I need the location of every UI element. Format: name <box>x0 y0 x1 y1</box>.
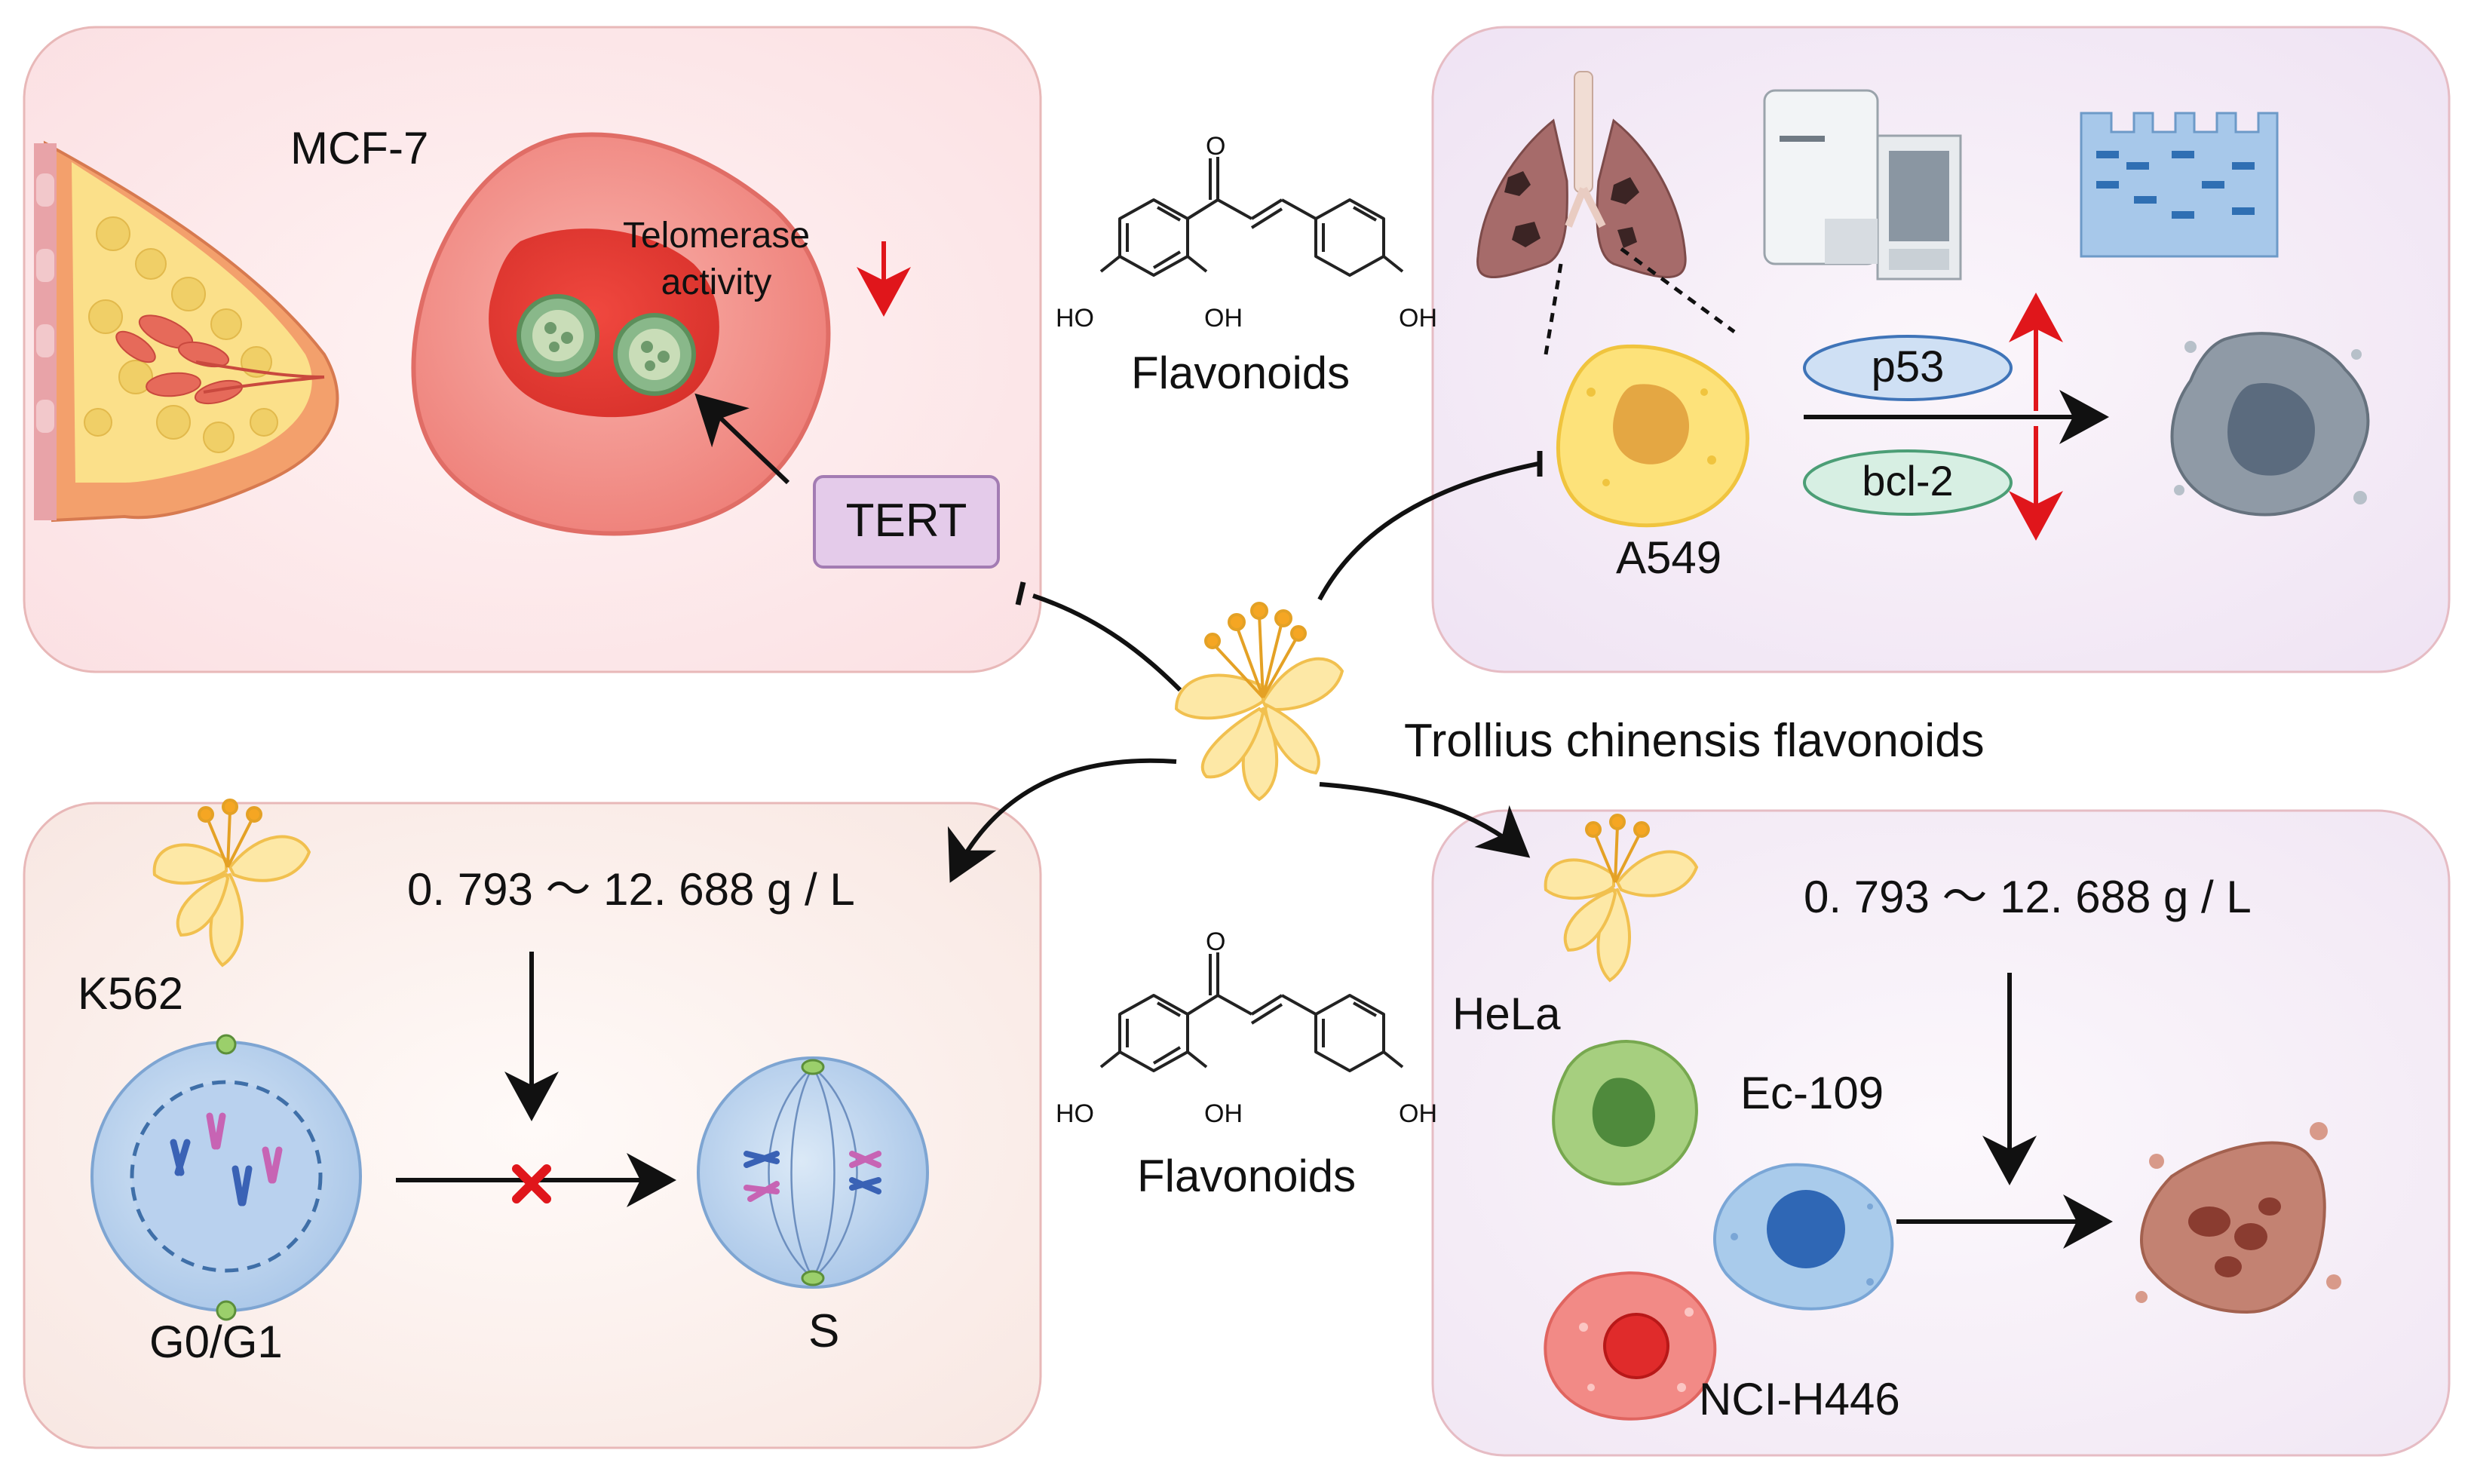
a549-cell-icon <box>1556 344 1749 528</box>
atom-ho-top: HO <box>1056 304 1094 333</box>
atom-ho-bottom: HO <box>1056 1099 1094 1128</box>
breast-icon <box>34 140 339 523</box>
apoptotic-cell-icon <box>2170 332 2370 517</box>
center-title: Trollius chinensis flavonoids <box>1404 715 1985 767</box>
atom-oh-right-bottom: OH <box>1399 1099 1437 1128</box>
ncih446-label: NCI-H446 <box>1699 1374 1900 1424</box>
ncih446-cell-icon <box>1544 1271 1717 1421</box>
g1-cell-icon <box>90 1034 362 1321</box>
s-phase-cell-icon <box>697 1056 929 1289</box>
lungs-icon <box>1476 71 1687 278</box>
hela-label: HeLa <box>1452 989 1561 1039</box>
atom-o-bottom: O <box>1206 928 1226 956</box>
flower-to-bottom-right-arrow <box>1319 782 1531 858</box>
flavonoids-top-label: Flavonoids <box>1131 348 1351 398</box>
dead-cell-icon <box>2135 1122 2341 1314</box>
phase-g0g1-label: G0/G1 <box>149 1317 283 1367</box>
atom-oh-right-top: OH <box>1399 304 1437 333</box>
blocked-x-icon <box>512 1164 551 1203</box>
ec109-label: Ec-109 <box>1740 1068 1884 1118</box>
lung-zoom-line-right <box>1620 247 1736 334</box>
phase-s-label: S <box>808 1305 840 1357</box>
hela-cell-icon <box>1552 1040 1698 1186</box>
flavonoid-structure-top <box>1099 157 1404 277</box>
mcf7-label: MCF-7 <box>290 123 429 173</box>
ec109-cell-icon <box>1713 1163 1894 1311</box>
flower-to-tert-inhibit <box>1032 593 1182 692</box>
concentration-label-right: 0. 793 ～ 12. 688 g / L <box>1804 872 2252 922</box>
tert-label: TERT <box>845 495 967 547</box>
p53-label: p53 <box>1871 342 1945 391</box>
bcl2-ellipse <box>1803 449 2013 516</box>
flavonoid-structure-bottom <box>1099 952 1404 1072</box>
flower-to-a549-inhibit <box>1317 461 1539 601</box>
bcl2-label: bcl-2 <box>1862 457 1954 504</box>
telomerase-label: Telomerase activity <box>622 216 811 303</box>
tert-box <box>813 475 1000 569</box>
atom-oh-mid-bottom: OH <box>1204 1099 1243 1128</box>
western-blot-gel-icon <box>2080 112 2279 258</box>
k562-label: K562 <box>78 968 184 1019</box>
a549-label: A549 <box>1616 532 1722 583</box>
tert-to-nucleus-arrow <box>694 393 790 485</box>
atom-o-top: O <box>1206 132 1226 161</box>
flow-cytometer-icon <box>1763 89 1962 281</box>
atom-oh-mid-top: OH <box>1204 304 1243 333</box>
flavonoids-bottom-label: Flavonoids <box>1137 1151 1357 1201</box>
flower-icon <box>1544 814 1699 983</box>
trollius-flower-icon <box>1174 602 1344 802</box>
flower-to-k562-arrow <box>947 758 1177 883</box>
concentration-label-left: 0. 793 ～ 12. 688 g / L <box>407 864 855 915</box>
flower-icon <box>152 799 311 967</box>
p53-ellipse <box>1803 335 2013 401</box>
